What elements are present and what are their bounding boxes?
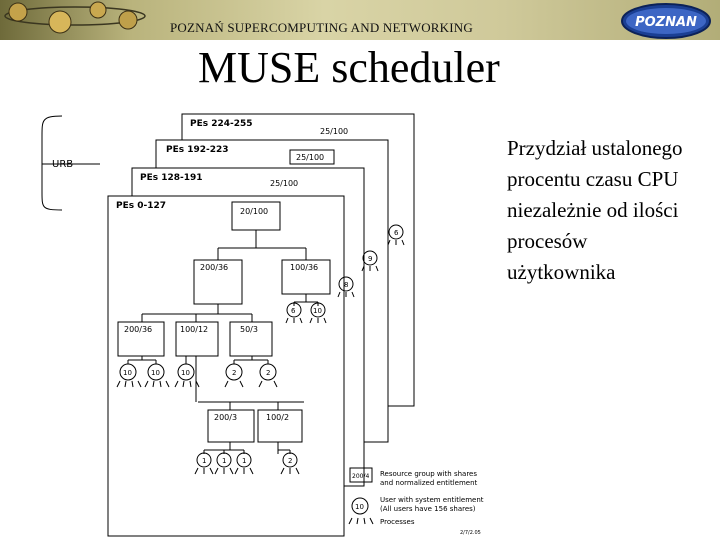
user-value: 10: [151, 369, 160, 377]
legend-process-symbol: [348, 517, 374, 525]
user-value: 1: [222, 457, 226, 465]
panel-pes-0-127: [107, 195, 345, 537]
user-value: 2: [288, 457, 292, 465]
group-value: 50/3: [240, 325, 258, 334]
user-circle: [236, 452, 252, 468]
poznan-logo: POZNAN: [621, 3, 711, 39]
user-value: 6: [394, 229, 399, 237]
group-box-l3-a: [207, 409, 255, 443]
legend-process-text: Processes: [380, 518, 415, 526]
user-circle: [310, 302, 326, 318]
legend-user-symbol-value: 10: [355, 503, 364, 511]
legend-user-text: (All users have 156 shares): [380, 505, 476, 513]
description-line: Przydział ustalonego: [507, 136, 683, 160]
user-value: 10: [123, 369, 132, 377]
group-box-l2-c: [229, 321, 273, 357]
panel-root-value: 25/100: [270, 179, 298, 188]
user-circle: [119, 363, 137, 381]
process-marks: [194, 467, 300, 475]
group-value: 200/36: [124, 325, 152, 334]
group-value: 200/3: [214, 413, 237, 422]
legend-footnote: 2/7/2.05: [460, 530, 481, 536]
process-marks: [116, 380, 200, 388]
user-value: 9: [368, 255, 372, 263]
group-value: 100/36: [290, 263, 318, 272]
group-root-box-back: [289, 149, 335, 165]
legend-group-symbol-box: [349, 467, 373, 483]
user-value: 1: [202, 457, 206, 465]
process-marks: [337, 239, 405, 298]
user-circle: [282, 452, 298, 468]
panel-root-value: 20/100: [240, 207, 268, 216]
description-line: niezależnie od ilości: [507, 198, 679, 222]
user-value: 8: [344, 281, 348, 289]
user-circle: [362, 250, 378, 266]
user-circle: [338, 276, 354, 292]
user-circle: [196, 452, 212, 468]
panel-label: PEs 0-127: [116, 201, 166, 211]
legend-group-text: Resource group with shares: [380, 470, 477, 478]
user-circle: [286, 302, 302, 318]
group-value: 200/36: [200, 263, 228, 272]
urb-label: URB: [52, 159, 73, 170]
spheres-logo-icon: [4, 1, 146, 34]
group-value: 100/12: [180, 325, 208, 334]
slide-title: MUSE scheduler: [198, 43, 500, 92]
description-line: użytkownika: [507, 260, 616, 284]
group-value: 100/2: [266, 413, 289, 422]
banner-title: POZNAŃ SUPERCOMPUTING AND NETWORKING: [170, 20, 473, 35]
user-value: 2: [266, 369, 270, 377]
panel-root-value: 25/100: [320, 127, 348, 136]
description-line: procentu czasu CPU: [507, 167, 679, 191]
panel-label: PEs 128-191: [140, 173, 203, 183]
legend-group-text: and normalized entitlement: [380, 479, 478, 487]
user-value: 10: [313, 307, 322, 315]
slide-description: Przydział ustalonego procentu czasu CPU …: [507, 133, 712, 288]
user-circle: [147, 363, 165, 381]
header-banner: POZNAŃ SUPERCOMPUTING AND NETWORKING POZ…: [0, 0, 720, 40]
group-box-l2-a: [117, 321, 165, 357]
group-box-l3-b: [257, 409, 303, 443]
group-box-l2-b: [175, 321, 219, 357]
legend-group-symbol-value: 200/4: [352, 473, 369, 480]
user-circle: [225, 363, 243, 381]
process-marks: [285, 317, 327, 324]
poznan-logo-text: POZNAN: [635, 15, 697, 30]
user-value: 10: [181, 369, 190, 377]
user-value: 2: [232, 369, 236, 377]
user-value: 6: [291, 307, 296, 315]
user-value: 1: [242, 457, 246, 465]
panel-root-value: 25/100: [296, 153, 324, 162]
process-marks: [224, 380, 278, 388]
user-circle: [259, 363, 277, 381]
user-circle: [177, 363, 195, 381]
description-line: procesów: [507, 229, 588, 253]
muse-scheduler-diagram: URB PEs 224-255 25/100 PEs 192-223 25/10…: [41, 113, 484, 537]
legend-user-text: User with system entitlement: [380, 496, 484, 504]
user-circle: [216, 452, 232, 468]
legend-user-symbol: [351, 497, 369, 515]
panel-label: PEs 192-223: [166, 145, 229, 155]
user-circle: [388, 224, 404, 240]
panel-label: PEs 224-255: [190, 119, 253, 129]
